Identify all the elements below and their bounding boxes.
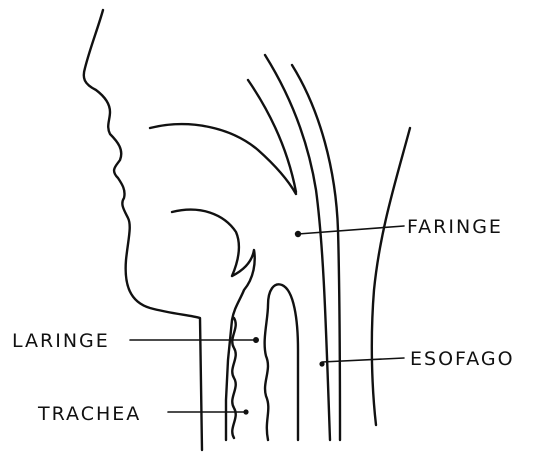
trachea-pointer-dot [243,409,248,414]
label-esofago: ESOFAGO [410,348,515,370]
outer-back-line [372,128,410,425]
face-profile [84,10,202,450]
trachea-wall [232,318,235,438]
esofago-leader [322,358,404,362]
palate-line [150,124,296,194]
faringe-leader [298,226,404,234]
neck-back-line [292,65,340,440]
label-trachea: TRACHEA [37,403,141,425]
esophagus-front-wall [265,284,298,440]
label-laringe: LARINGE [12,330,110,352]
faringe-pointer-dot [295,231,301,237]
tongue-epiglottis [172,210,255,440]
laringe-pointer-dot [253,337,259,343]
esofago-pointer-dot [319,361,324,366]
label-faringe: FARINGE [407,216,503,238]
